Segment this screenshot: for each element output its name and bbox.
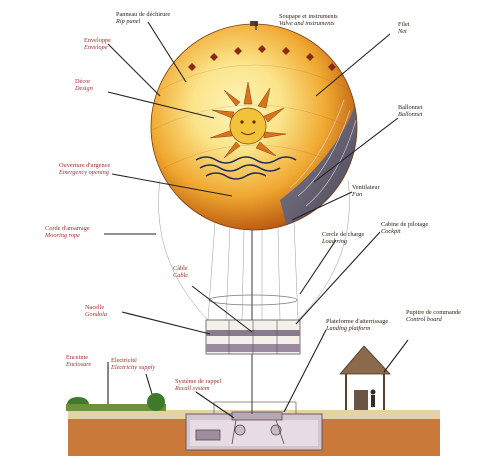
label-control-board: Pupitre de commande Control board [406,309,461,324]
label-fan: Ventilateur Fan [352,184,380,199]
label-valve-instruments: Soupape et instruments Valve and instrum… [279,13,338,28]
label-net: Filet Net [398,21,410,36]
cloud-waves [195,156,297,180]
label-landing-platform: Plateforme d'atterrissage Landing platfo… [326,318,389,333]
sun-face-icon [209,81,287,159]
label-electricity-supply: Electricité Electricity supply [111,357,156,372]
recall-system-machinery [195,411,285,445]
label-envelope: Enveloppe Envelope [84,37,111,52]
envelope-net [151,64,357,171]
operator-figure-icon [370,389,376,407]
enclosure-hedge-left [66,397,166,411]
label-load-ring: Cercle de charge Load ring [322,231,365,246]
valve-instruments [250,21,258,26]
label-design: Décor Design [75,78,93,93]
gondola [205,319,301,355]
label-mooring-rope: Corde d'amarrage Mooring rope [45,225,90,240]
label-ballonnet: Ballonnet Ballonnet [398,104,423,119]
hedge-bush-right [147,393,165,411]
label-enclosure: Enceinte Enclosure [66,354,92,369]
decorative-diamond-band-icon [188,45,336,71]
load-ring [208,294,298,306]
label-cockpit: Cabine de pilotage Cockpit [381,221,429,236]
leader-lines [104,21,409,419]
label-rip-panel: Panneau de déchirure Rip panel [116,11,171,26]
label-emergency-opening: Ouverture d'urgence Emergency opening [59,162,111,177]
label-recall-system: Système de rappel Recall system [175,378,222,393]
label-cable: Câble Cable [173,265,189,280]
control-shelter [339,345,391,410]
label-gondola: Nacelle Gondola [85,304,108,319]
